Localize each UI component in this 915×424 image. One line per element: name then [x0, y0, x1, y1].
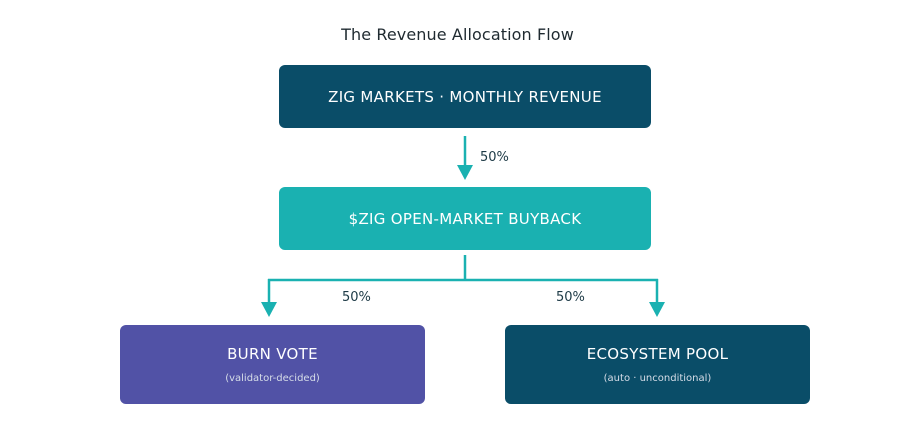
edge-label-buyback-to-burn: 50%	[342, 290, 371, 305]
node-monthly-revenue: ZIG MARKETS · MONTHLY REVENUE	[279, 65, 651, 128]
arrowhead-buyback-to-ecosystem	[649, 302, 665, 317]
node-ecosystem-pool-sublabel: (auto · unconditional)	[603, 373, 712, 384]
arrowhead-revenue-to-buyback	[457, 165, 473, 180]
node-burn-vote-label: BURN VOTE	[227, 345, 318, 363]
node-burn-vote: BURN VOTE (validator-decided)	[120, 325, 425, 404]
node-buyback: $ZIG OPEN-MARKET BUYBACK	[279, 187, 651, 250]
edge-label-buyback-to-ecosystem: 50%	[556, 290, 585, 305]
edge-label-revenue-to-buyback: 50%	[480, 150, 509, 165]
node-burn-vote-sublabel: (validator-decided)	[225, 373, 320, 384]
node-ecosystem-pool: ECOSYSTEM POOL (auto · unconditional)	[505, 325, 810, 404]
diagram-title: The Revenue Allocation Flow	[341, 25, 574, 44]
node-buyback-label: $ZIG OPEN-MARKET BUYBACK	[348, 209, 582, 228]
arrowhead-buyback-to-burn	[261, 302, 277, 317]
node-ecosystem-pool-label: ECOSYSTEM POOL	[586, 345, 729, 363]
node-monthly-revenue-label: ZIG MARKETS · MONTHLY REVENUE	[328, 87, 602, 106]
